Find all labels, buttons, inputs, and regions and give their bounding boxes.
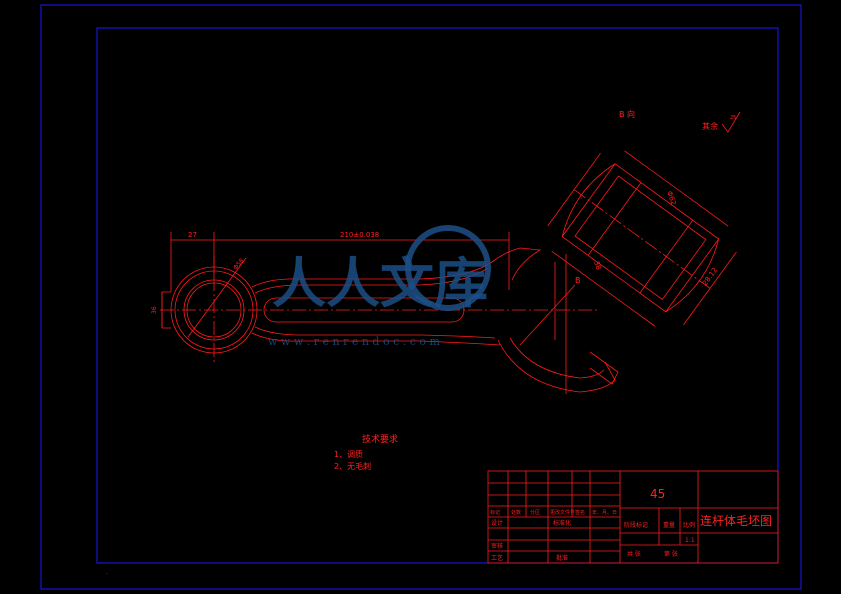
big-end-outer <box>491 247 542 281</box>
dim-label-big-bore: Φ58 <box>232 257 245 271</box>
title-block <box>487 470 779 564</box>
tb-sheet-total: 共 张 <box>627 550 641 558</box>
tb-header-count: 处数 <box>511 509 521 516</box>
inner-frame <box>96 27 779 564</box>
shank-bottom <box>251 332 501 346</box>
roughness-label: 其余 <box>702 121 718 131</box>
tb-sheet-number: 第 张 <box>664 550 678 558</box>
watermark-url: w w w . r e n r e n d o c . c o m <box>268 335 440 348</box>
view-b-label: B 向 <box>619 109 635 119</box>
view-b-dim-bottom <box>551 250 656 327</box>
view-b-dim-right <box>683 251 737 325</box>
tb-scale-value: 1:1 <box>685 537 695 544</box>
tech-requirements-title: 技术要求 <box>362 433 398 445</box>
material-label: 45 <box>650 487 665 501</box>
view-b-dim-left <box>547 152 601 227</box>
view-b-dim-3: 28.12 <box>701 266 719 287</box>
tb-stage-mark: 阶段标记 <box>624 521 648 529</box>
footer-dot: . <box>106 569 108 576</box>
tb-stage-scale: 比例 <box>683 521 695 529</box>
tb-role-process: 工艺 <box>491 554 503 562</box>
dim-label-27: 27 <box>188 231 197 239</box>
tb-role-review: 审核 <box>491 542 503 550</box>
big-end-arc-outer <box>497 339 616 393</box>
big-end-cap-end <box>589 351 619 385</box>
watermark: 人人文库 w w w . r e n r e n d o c . c o m <box>268 225 491 348</box>
tb-header-mark: 标记 <box>490 509 500 516</box>
view-b-body <box>561 163 720 313</box>
view-b-oblique <box>547 150 737 327</box>
drawing-name: 连杆体毛坯图 <box>700 513 772 528</box>
roughness-symbol <box>721 111 741 133</box>
tb-standardization: 标准化 <box>553 519 571 527</box>
watermark-text: 人人文库 <box>272 251 488 315</box>
roughness-value: 25 <box>730 115 736 121</box>
shank-top-2 <box>254 267 489 294</box>
watermark-logo-ring <box>405 225 491 311</box>
dim-label-small-bore: 36 <box>151 306 158 314</box>
dim-label-b: B <box>575 276 581 285</box>
shank-top <box>251 261 493 288</box>
tech-requirement-item-2: 2、无毛刺 <box>334 461 371 471</box>
tb-header-change: 更改文件号 <box>550 509 575 516</box>
view-b-body-inner <box>574 175 707 301</box>
dim-label-center-distance: 210±0.038 <box>340 231 379 239</box>
tb-header-zone: 分区 <box>530 509 540 516</box>
view-b-dim-top <box>624 150 729 227</box>
view-b-dim-1: Φ62 <box>665 190 677 206</box>
connecting-rod-main-view <box>160 232 619 394</box>
tb-header-date: 年、月、日 <box>592 509 617 516</box>
outer-frame <box>40 4 802 590</box>
shank-bottom-2 <box>254 326 496 339</box>
tb-header-sign: 签名 <box>575 509 585 516</box>
diameter-leader <box>187 257 247 338</box>
view-b-dim-2: 38 <box>592 260 603 271</box>
tech-requirement-item-1: 1、调质 <box>334 449 363 459</box>
tb-stage-weight: 重量 <box>663 521 675 529</box>
tb-approve: 批准 <box>556 554 568 562</box>
tb-role-design: 设计 <box>491 519 503 527</box>
view-b-centerline <box>573 189 712 290</box>
dim-b-diagonal <box>519 284 576 346</box>
